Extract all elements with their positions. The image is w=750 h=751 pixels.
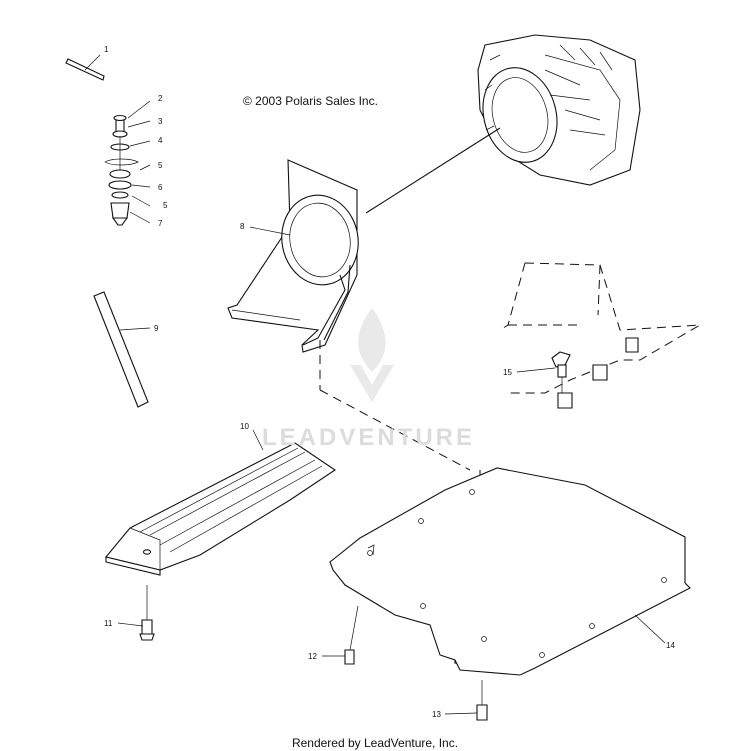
callout-6: 6	[158, 183, 163, 192]
part-8-adapter-duct	[227, 159, 359, 353]
pump-housing	[477, 34, 641, 186]
part-10-step-pad	[105, 442, 336, 576]
callout-2: 2	[158, 94, 163, 103]
callout-10: 10	[240, 422, 249, 431]
callout-13: 13	[432, 710, 441, 719]
callout-8: 8	[240, 222, 245, 231]
copyright-notice: © 2003 Polaris Sales Inc.	[243, 94, 378, 108]
callout-11: 11	[104, 619, 113, 628]
callout-15: 15	[503, 368, 512, 377]
part-14-ride-plate	[329, 467, 691, 676]
callout-3: 3	[158, 117, 163, 126]
part-1-strap	[65, 54, 105, 81]
part-9-strip	[93, 291, 149, 408]
callout-9: 9	[154, 324, 159, 333]
part-11-screw	[139, 585, 155, 641]
callout-1: 1	[104, 45, 109, 54]
callout-5a: 5	[158, 161, 163, 170]
callout-numbers: 1 2 3 4 5 6 5 7 8 9 10 11 12 13 14 15	[104, 45, 675, 719]
part-15-drain-plug	[551, 337, 639, 409]
part-13-screw	[476, 680, 488, 721]
callout-leaders	[117, 100, 666, 715]
callout-5b: 5	[163, 201, 168, 210]
watermark-logo-icon	[350, 308, 394, 402]
rendered-by-footer: Rendered by LeadVenture, Inc.	[291, 736, 459, 750]
callout-4: 4	[158, 136, 163, 145]
callout-14: 14	[666, 641, 675, 650]
watermark-text: LEADVENTURE	[262, 424, 476, 451]
callout-12: 12	[308, 652, 317, 661]
hardware-stack	[104, 114, 139, 226]
part-12-screw	[344, 605, 359, 665]
callout-7: 7	[158, 219, 163, 228]
